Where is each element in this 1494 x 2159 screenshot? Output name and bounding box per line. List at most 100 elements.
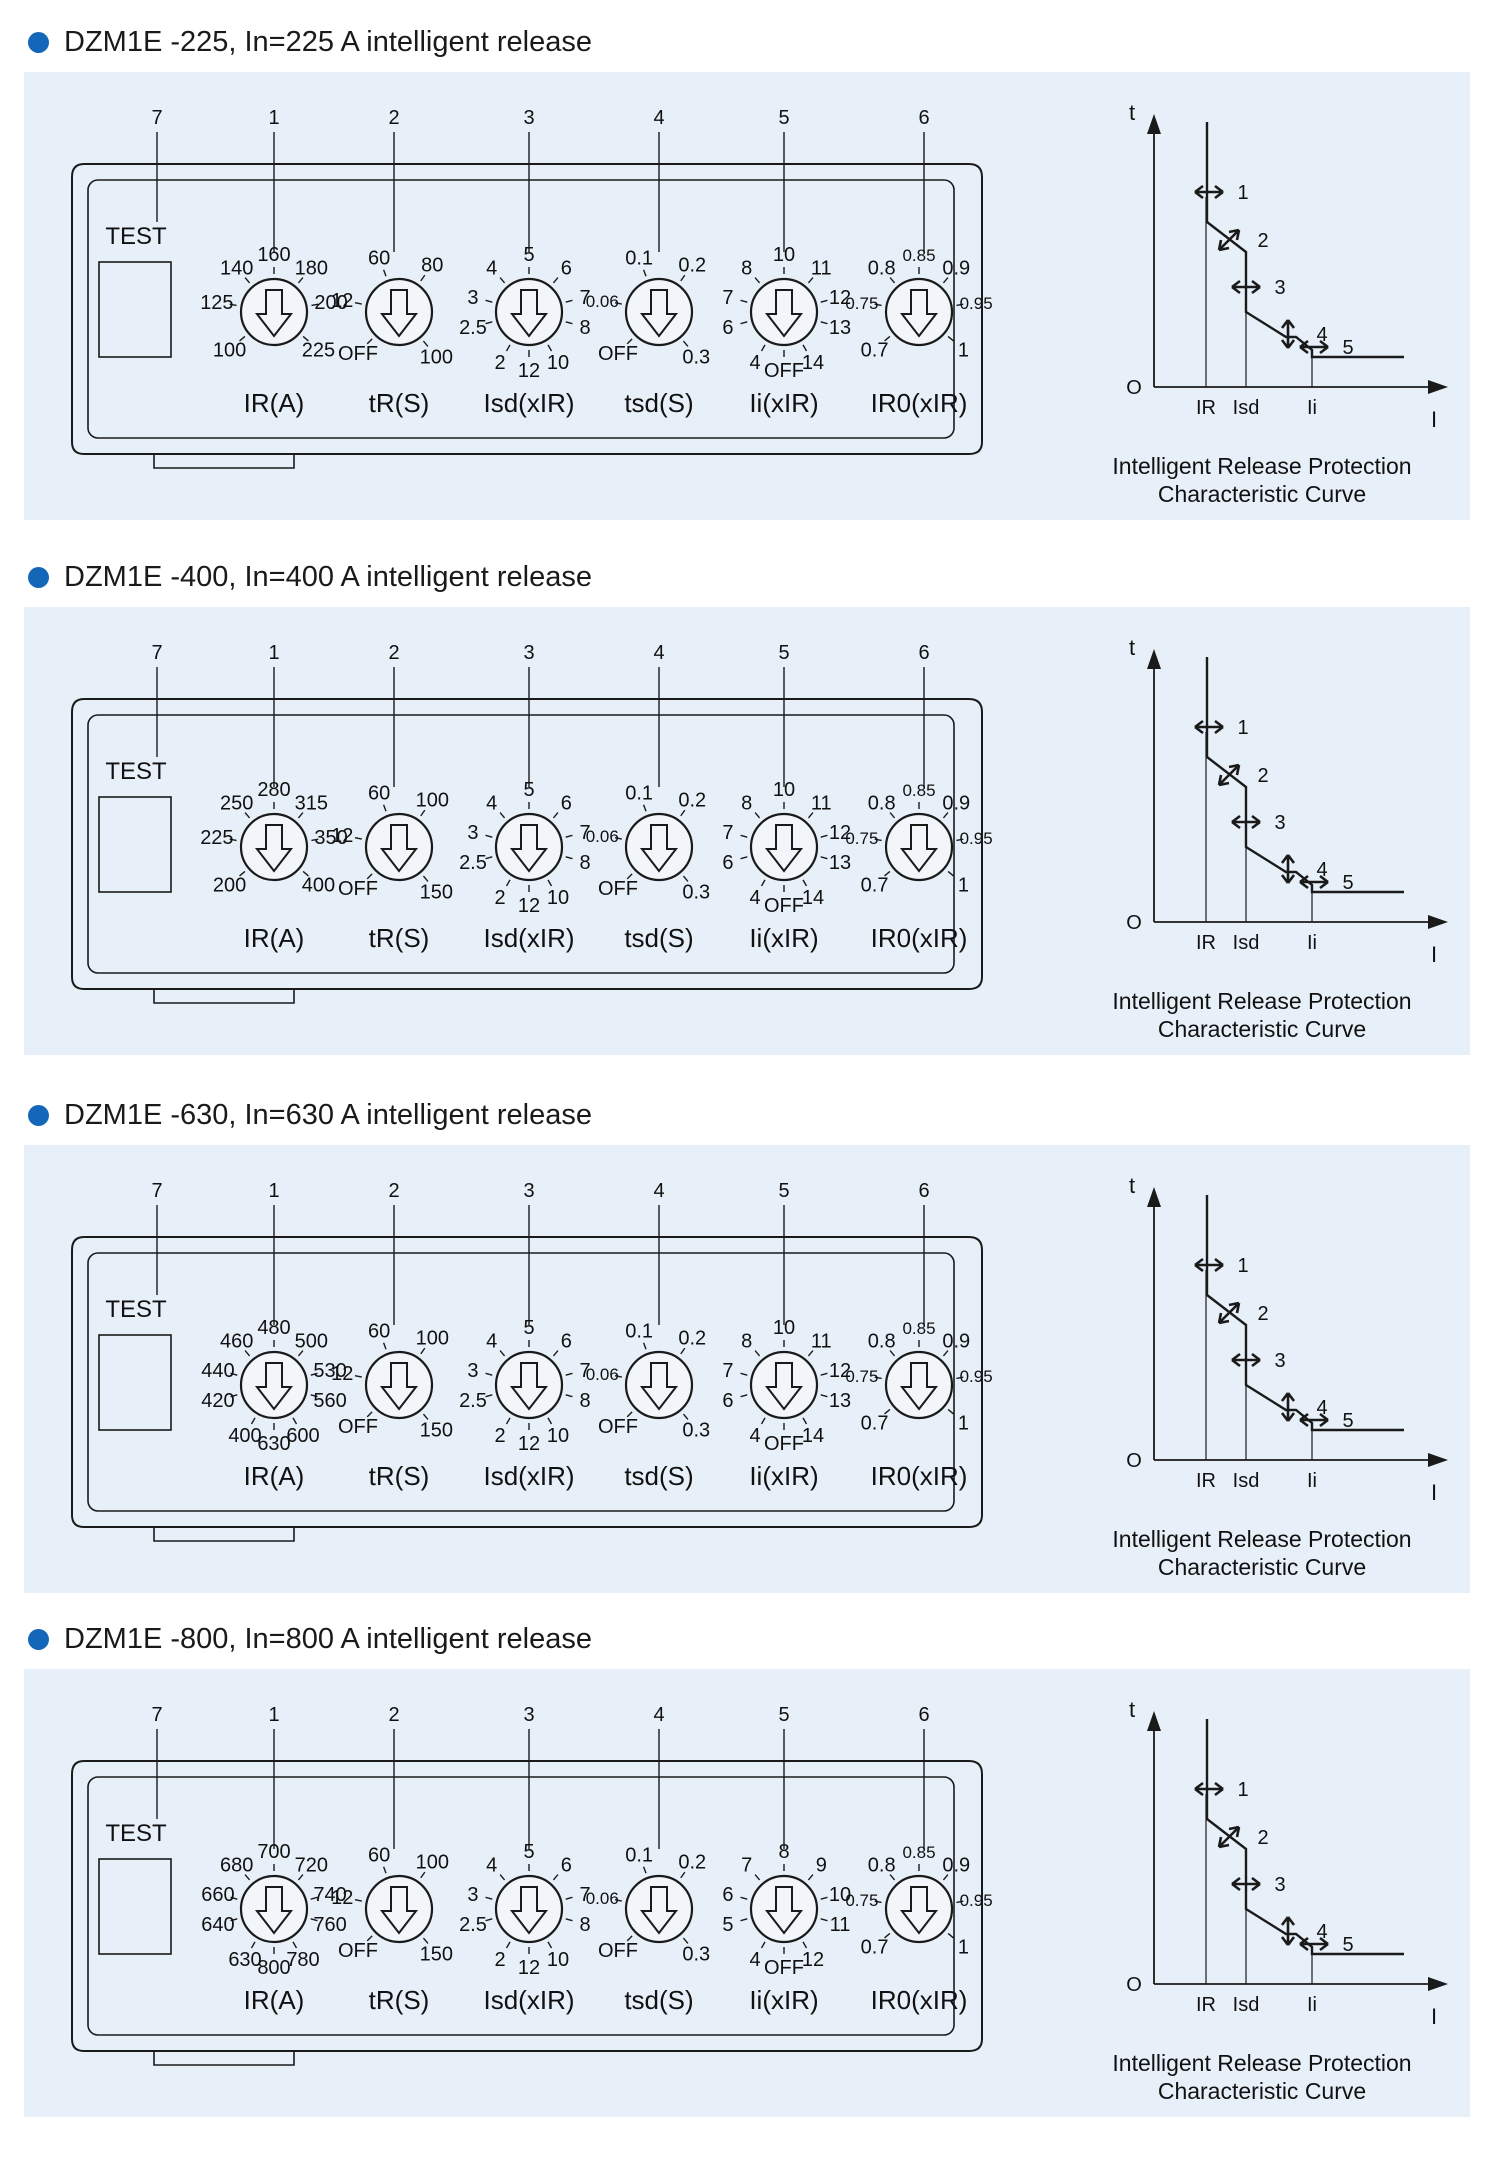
trip-curve (1205, 657, 1404, 894)
dial-knob[interactable] (624, 1874, 694, 1944)
dial-tick (956, 1376, 964, 1380)
dial-knob[interactable] (884, 1350, 954, 1420)
arrow-down-icon (379, 289, 419, 338)
dial-tick (947, 335, 954, 342)
dial-tick (499, 1350, 506, 1357)
adjust-arrow-icon (1299, 1936, 1329, 1952)
curve-caption-line2: Characteristic Curve (1158, 481, 1366, 507)
dial-mark: 150 (420, 1419, 453, 1441)
dial-tick (505, 1417, 511, 1425)
dial-knob[interactable] (884, 812, 954, 882)
section-heading: DZM1E -800, In=800 A intelligent release (28, 1623, 592, 1656)
dial-mark: 0.06 (586, 827, 619, 846)
dial-knob[interactable] (239, 1350, 309, 1420)
dial-mark: 0.8 (868, 258, 896, 280)
dial-knob[interactable] (884, 1874, 954, 1944)
origin-label: O (1126, 1450, 1142, 1472)
curve-point-label: 2 (1257, 1827, 1268, 1849)
dial-knob[interactable] (749, 812, 819, 882)
dial-mark: 460 (220, 1331, 253, 1353)
dial-knob[interactable] (494, 1350, 564, 1420)
dial-tick (565, 1394, 573, 1398)
dial-tick (740, 1918, 748, 1922)
dial-tick (740, 299, 748, 303)
arrow-down-icon (509, 1362, 549, 1411)
dial-tick (354, 1898, 362, 1902)
dial-mark: 12 (331, 290, 353, 312)
dial-mark: 14 (802, 1425, 824, 1447)
dial-knob[interactable] (364, 277, 434, 347)
dial-mark: 100 (416, 1327, 449, 1349)
dial-knob[interactable] (624, 1350, 694, 1420)
dial-tick (820, 1918, 828, 1922)
test-button[interactable] (98, 1858, 172, 1955)
test-button[interactable] (98, 1334, 172, 1431)
dial-mark: 0.2 (678, 789, 706, 811)
dial-knob[interactable] (749, 1350, 819, 1420)
dial-mark: 2 (494, 352, 505, 374)
dial-tick (244, 1874, 251, 1881)
x-mark-label: Isd (1233, 1994, 1260, 2016)
dial-knob[interactable] (239, 277, 309, 347)
test-button[interactable] (98, 796, 172, 893)
dial-mark: 100 (420, 346, 453, 368)
dial-knob[interactable] (749, 277, 819, 347)
dial-tick (884, 1408, 891, 1415)
dial-knob[interactable] (364, 812, 434, 882)
dial-tick (614, 1374, 622, 1378)
dial-knob[interactable] (494, 1874, 564, 1944)
dial-knob[interactable] (364, 1350, 434, 1420)
callout-number: 5 (778, 1180, 789, 1202)
dial-knob[interactable] (749, 1874, 819, 1944)
x-mark-label: Ii (1307, 397, 1317, 419)
dial-mark: 0.9 (942, 793, 970, 815)
dial-tick (505, 344, 511, 352)
dial-tick (244, 277, 251, 284)
dial-knob[interactable] (494, 812, 564, 882)
dial-knob[interactable] (364, 1874, 434, 1944)
dial-tick (565, 856, 573, 860)
dial-knob[interactable] (494, 277, 564, 347)
callout-number: 5 (778, 107, 789, 129)
dial-knob[interactable] (624, 277, 694, 347)
dial-mark: OFF (338, 343, 378, 365)
dial-mark: 0.06 (586, 292, 619, 311)
dial-knob[interactable] (884, 277, 954, 347)
adjust-arrow-icon (1231, 279, 1261, 295)
dial-mark: 0.3 (682, 1419, 710, 1441)
dial-knob[interactable] (239, 1874, 309, 1944)
dial-tick (947, 1408, 954, 1415)
dial-knob[interactable] (239, 812, 309, 882)
dial-tick (366, 1411, 373, 1418)
dial-mark: 11 (811, 1331, 832, 1353)
dial-mark: 760 (313, 1914, 346, 1936)
dial-knob[interactable] (624, 812, 694, 882)
dial-mark: 0.8 (868, 793, 896, 815)
test-button[interactable] (98, 261, 172, 358)
